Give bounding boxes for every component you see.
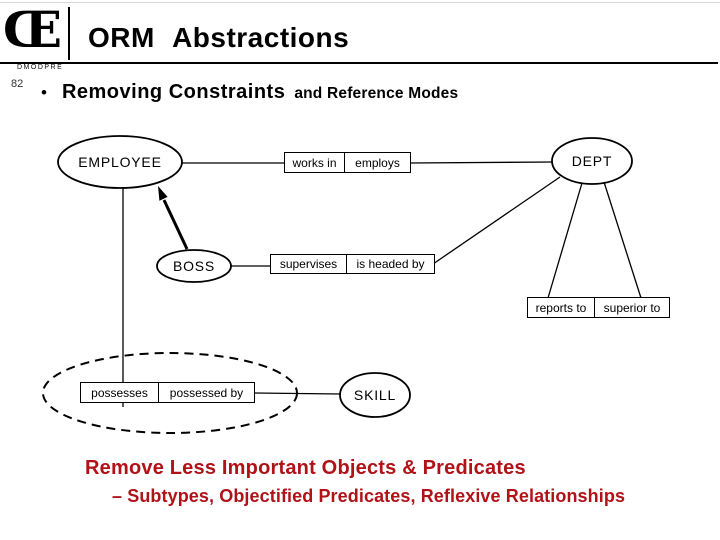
superiorto-role-cell: superior to: [594, 298, 669, 317]
employs-role-cell: employs: [344, 153, 410, 172]
supervises-isheadedby-rolebox: supervises is headed by: [270, 254, 435, 274]
slide-number: 82: [11, 78, 24, 90]
page-title: ORM Abstractions: [88, 22, 350, 53]
supervises-role-cell: supervises: [279, 257, 338, 271]
heading-main: Removing Constraints: [61, 81, 286, 103]
possesses-role-cell: possesses: [91, 385, 148, 400]
subtype-arrow-line: [162, 199, 189, 250]
boss-label: BOSS: [172, 258, 216, 274]
worksin-role-cell: works in: [292, 155, 337, 170]
oe-logo-icon: Œ: [3, 0, 62, 59]
reportsto-superiorto-rolebox: reports to superior to: [527, 297, 670, 318]
dept-ellipse: [551, 137, 633, 185]
header-rule: [0, 62, 718, 64]
isheadedby-role-cell: is headed by: [346, 255, 434, 273]
skill-ellipse: [339, 372, 411, 418]
supervises-dept-line: [432, 176, 561, 265]
heading-suffix: and Reference Modes: [294, 85, 459, 102]
reportsto-role-cell: reports to: [535, 300, 587, 315]
logo-caption: DMODPRE: [17, 64, 64, 71]
dept-reportsto-right-line: [603, 181, 642, 299]
employee-label: EMPLOYEE: [78, 154, 162, 170]
employee-ellipse: [57, 135, 183, 189]
skill-label: SKILL: [353, 387, 397, 403]
worksin-dept-line: [408, 161, 554, 164]
heading-row: • Removing Constraints and Reference Mod…: [41, 81, 458, 104]
footer-line1: Remove Less Important Objects & Predicat…: [85, 457, 526, 479]
subtype-arrowhead: [158, 186, 168, 201]
possesses-possessedby-rolebox: possesses possessed by: [80, 382, 255, 403]
dept-label: DEPT: [571, 153, 613, 169]
bullet-icon: •: [41, 83, 47, 102]
header-vertical-divider: [68, 7, 70, 60]
footer-line2: – Subtypes, Objectified Predicates, Refl…: [112, 486, 626, 506]
possessedby-role-cell: possessed by: [158, 383, 254, 402]
worksin-employs-rolebox: works in employs: [284, 152, 411, 173]
slide-top-edge: [0, 2, 720, 3]
possessedby-skill-line: [252, 392, 342, 395]
dept-reportsto-left-line: [547, 182, 583, 299]
